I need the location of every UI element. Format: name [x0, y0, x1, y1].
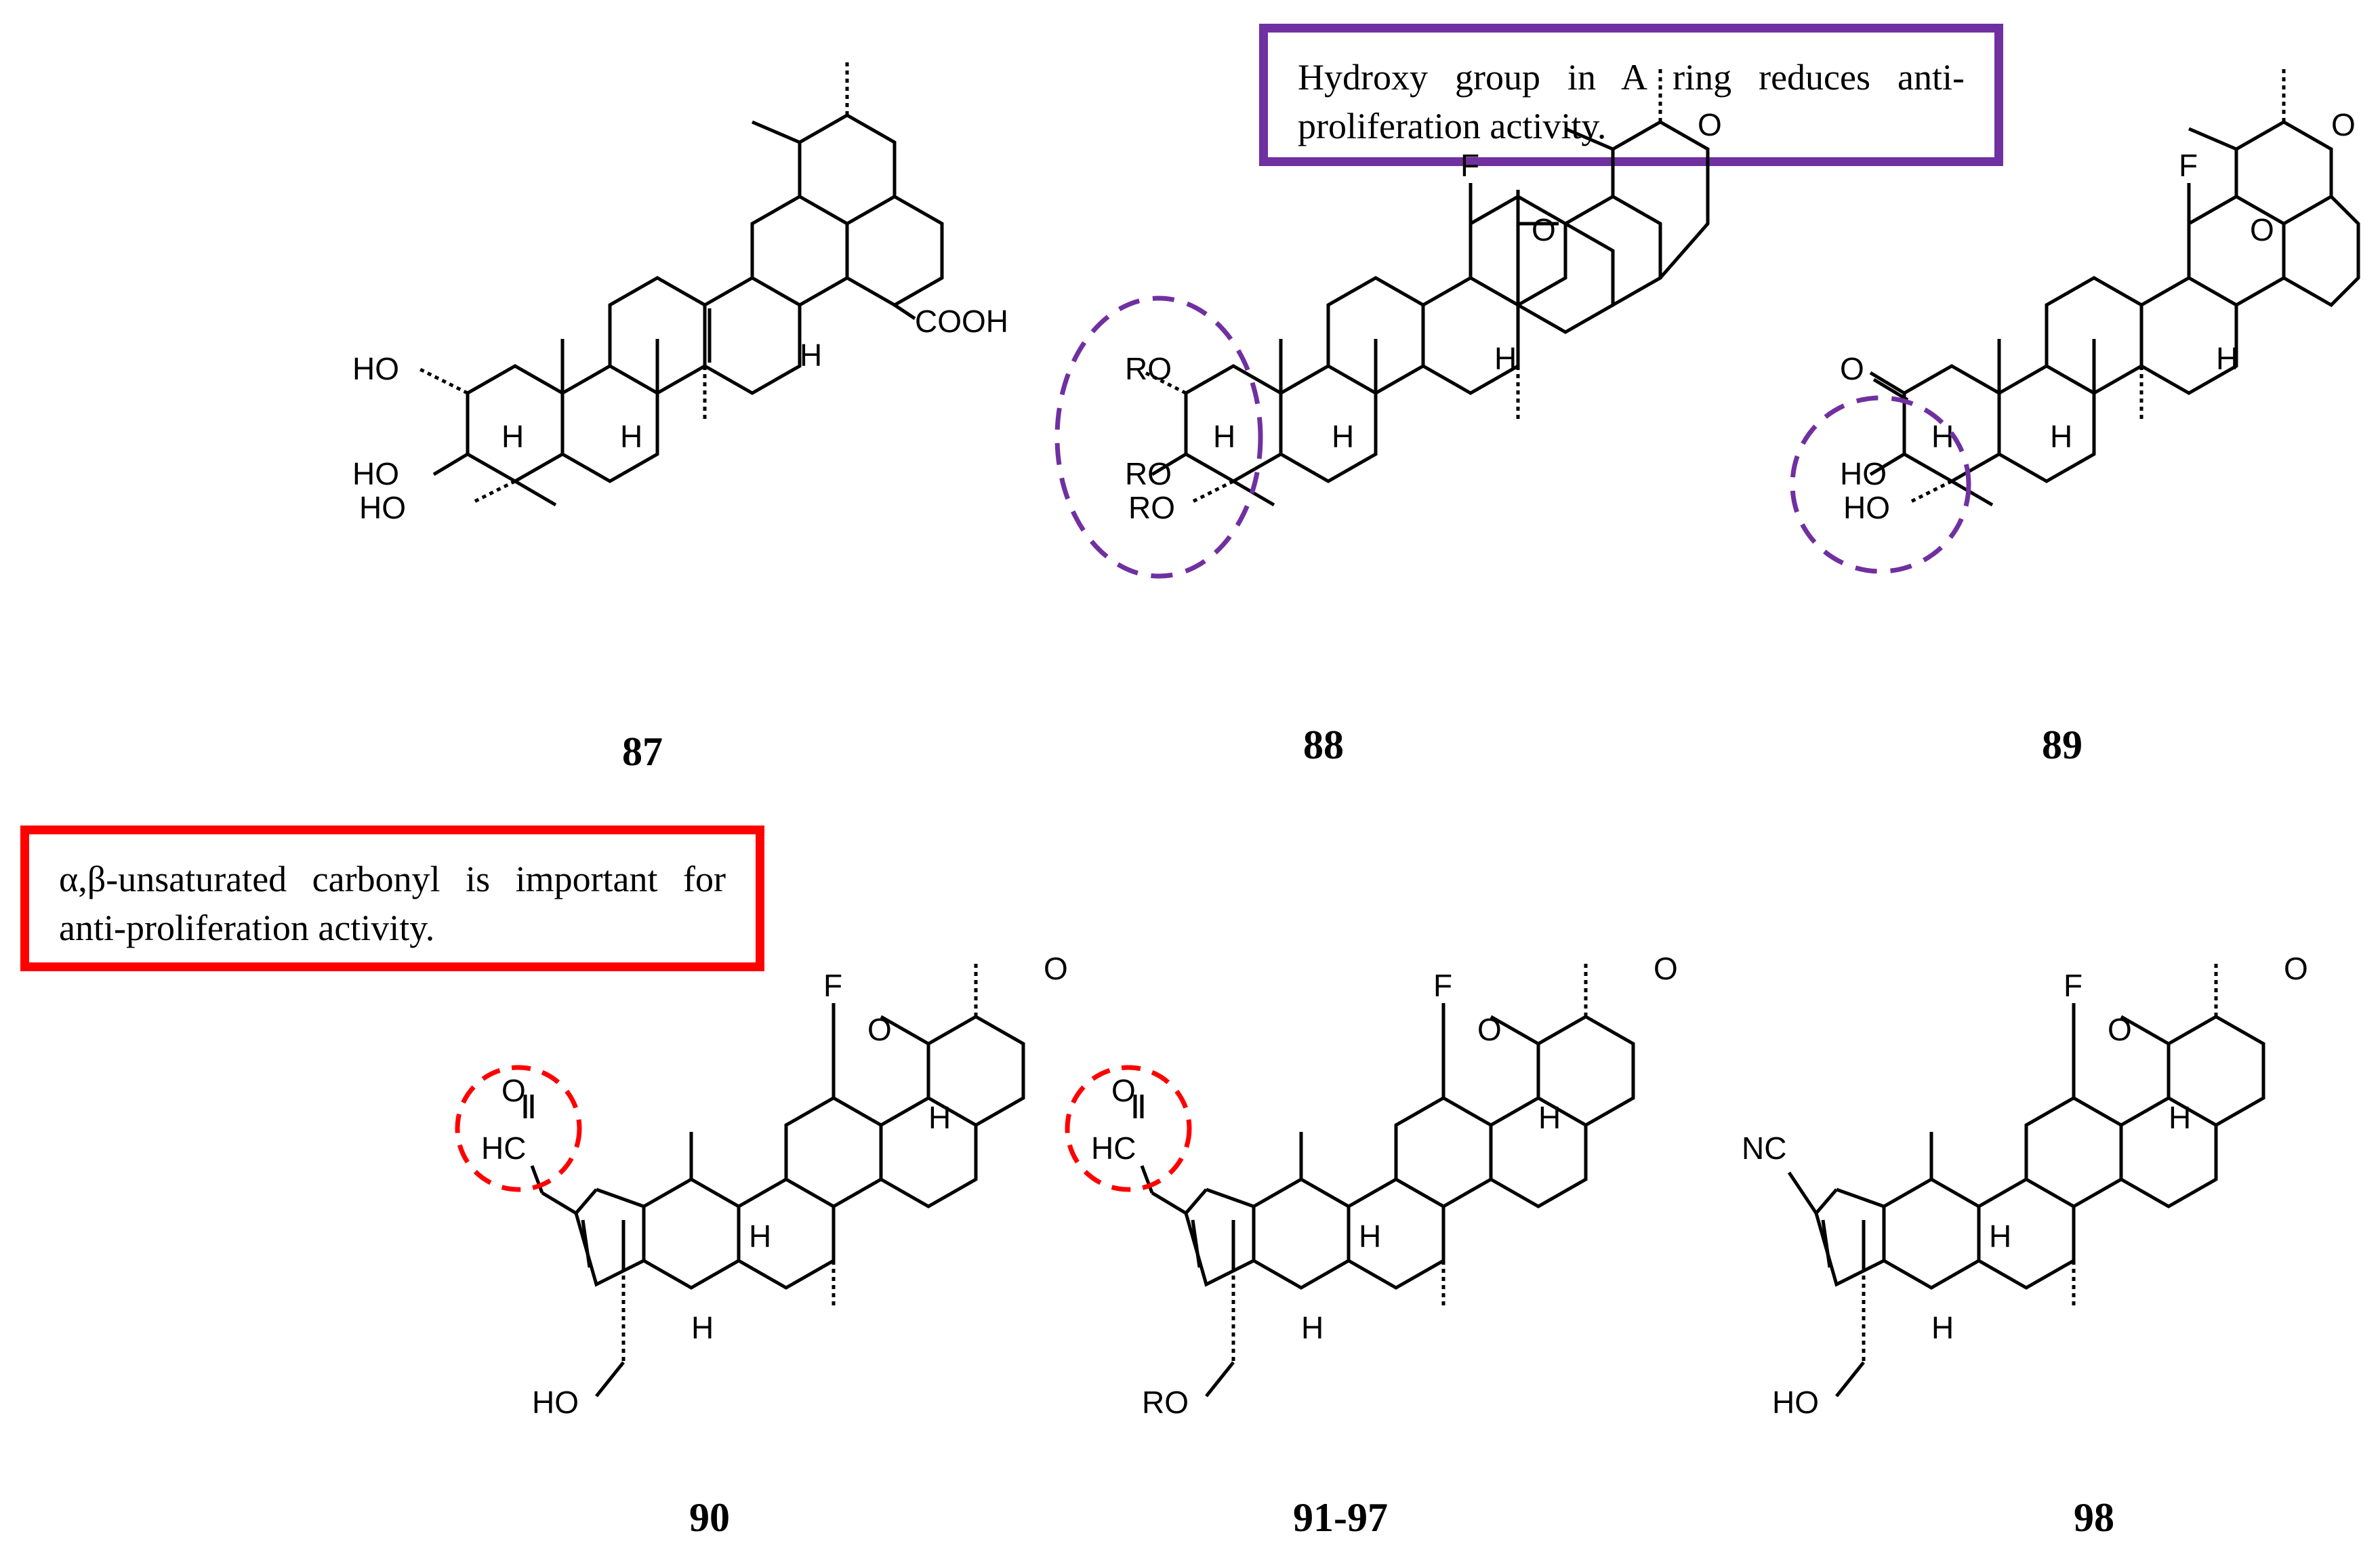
label-98-o-carbonyl: O	[2284, 951, 2308, 986]
label-98-ho: HO	[1772, 1385, 1819, 1420]
label-91-97-o-carbonyl: O	[1654, 951, 1678, 986]
label-90-hc: HC	[481, 1131, 526, 1166]
label-89-ho-3: HO	[1840, 456, 1887, 491]
structure-90: O HC HO H H H F O O	[455, 951, 1068, 1420]
caption-91-97: 91-97	[1293, 1495, 1388, 1540]
label-91-97-h5: H	[1301, 1310, 1324, 1345]
label-91-97-h18: H	[1538, 1100, 1561, 1135]
label-91-97-o-ring: O	[1477, 1012, 1502, 1047]
label-91-97-f: F	[1433, 968, 1452, 1003]
caption-88: 88	[1303, 723, 1344, 767]
label-90-f: F	[823, 968, 842, 1003]
label-90-o-carbonyl: O	[1044, 951, 1068, 986]
label-88-ro-23: RO	[1128, 490, 1175, 525]
label-90-h5: H	[691, 1310, 714, 1345]
label-87-h9: H	[620, 419, 642, 454]
label-87-ho-23: HO	[359, 490, 406, 525]
label-88-h18: H	[1494, 341, 1517, 376]
structure-88: RO RO RO H H H F O O	[1054, 68, 1722, 579]
structure-87: HO HO HO H H H COOH	[352, 61, 1008, 525]
label-90-h18: H	[928, 1100, 951, 1135]
label-98-nc: NC	[1742, 1131, 1786, 1166]
label-89-h5: H	[1931, 419, 1954, 454]
caption-90: 90	[689, 1495, 730, 1540]
label-89-o-ring: O	[2250, 212, 2274, 247]
label-91-97-h9: H	[1359, 1219, 1381, 1254]
caption-98: 98	[2074, 1495, 2114, 1540]
label-98-f: F	[2064, 968, 2082, 1003]
note-a-ring-text: Hydroxy group in A ring reduces anti-pro…	[1298, 57, 1965, 146]
note-enone: α,β-unsaturated carbonyl is important fo…	[20, 826, 764, 971]
highlight-90-aldehyde	[455, 1065, 582, 1192]
label-90-o-ring: O	[867, 1012, 892, 1047]
highlight-91-97-aldehyde	[1065, 1065, 1192, 1192]
label-89-h18: H	[2216, 341, 2238, 376]
label-98-o-ring: O	[2108, 1012, 2132, 1047]
label-91-97-o: O	[1111, 1073, 1136, 1108]
note-a-ring-hydroxy: Hydroxy group in A ring reduces anti-pro…	[1259, 24, 2003, 166]
label-88-ro-2: RO	[1125, 351, 1172, 386]
label-89-o-carbonyl: O	[2331, 107, 2356, 142]
label-91-97-ro: RO	[1142, 1385, 1189, 1420]
label-87-cooh: COOH	[915, 304, 1008, 339]
highlight-89-a-ring	[1790, 395, 1971, 574]
label-89-f: F	[2179, 148, 2198, 183]
label-89-h9: H	[2050, 419, 2072, 454]
label-91-97-hc: HC	[1091, 1131, 1136, 1166]
label-88-ro-3: RO	[1125, 456, 1172, 491]
label-87-ho-2: HO	[352, 351, 399, 386]
label-88-h9: H	[1332, 419, 1354, 454]
label-87-h5: H	[501, 419, 524, 454]
label-88-o-ring: O	[1532, 212, 1556, 247]
structure-89: O HO HO H H H F O O	[1790, 68, 2360, 574]
label-98-h18: H	[2169, 1100, 2191, 1135]
structure-98: NC HO H H H F O O	[1742, 951, 2308, 1420]
note-enone-text: α,β-unsaturated carbonyl is important fo…	[59, 859, 726, 948]
label-88-f: F	[1460, 148, 1479, 183]
caption-87: 87	[622, 729, 663, 774]
label-88-h5: H	[1213, 419, 1235, 454]
label-89-ho-23: HO	[1843, 490, 1890, 525]
label-90-h9: H	[749, 1219, 771, 1254]
label-90-ho: HO	[532, 1385, 579, 1420]
label-90-o: O	[501, 1073, 526, 1108]
label-87-ho-3: HO	[352, 456, 399, 491]
label-88-o-carbonyl: O	[1698, 107, 1722, 142]
structure-91-97: O HC RO H H H F O O	[1065, 951, 1678, 1420]
label-87-h18: H	[800, 338, 822, 373]
label-98-h9: H	[1989, 1219, 2011, 1254]
label-89-o-ketone: O	[1840, 351, 1864, 386]
caption-89: 89	[2042, 723, 2082, 767]
label-98-h5: H	[1931, 1310, 1954, 1345]
highlight-88-a-ring	[1054, 296, 1263, 579]
